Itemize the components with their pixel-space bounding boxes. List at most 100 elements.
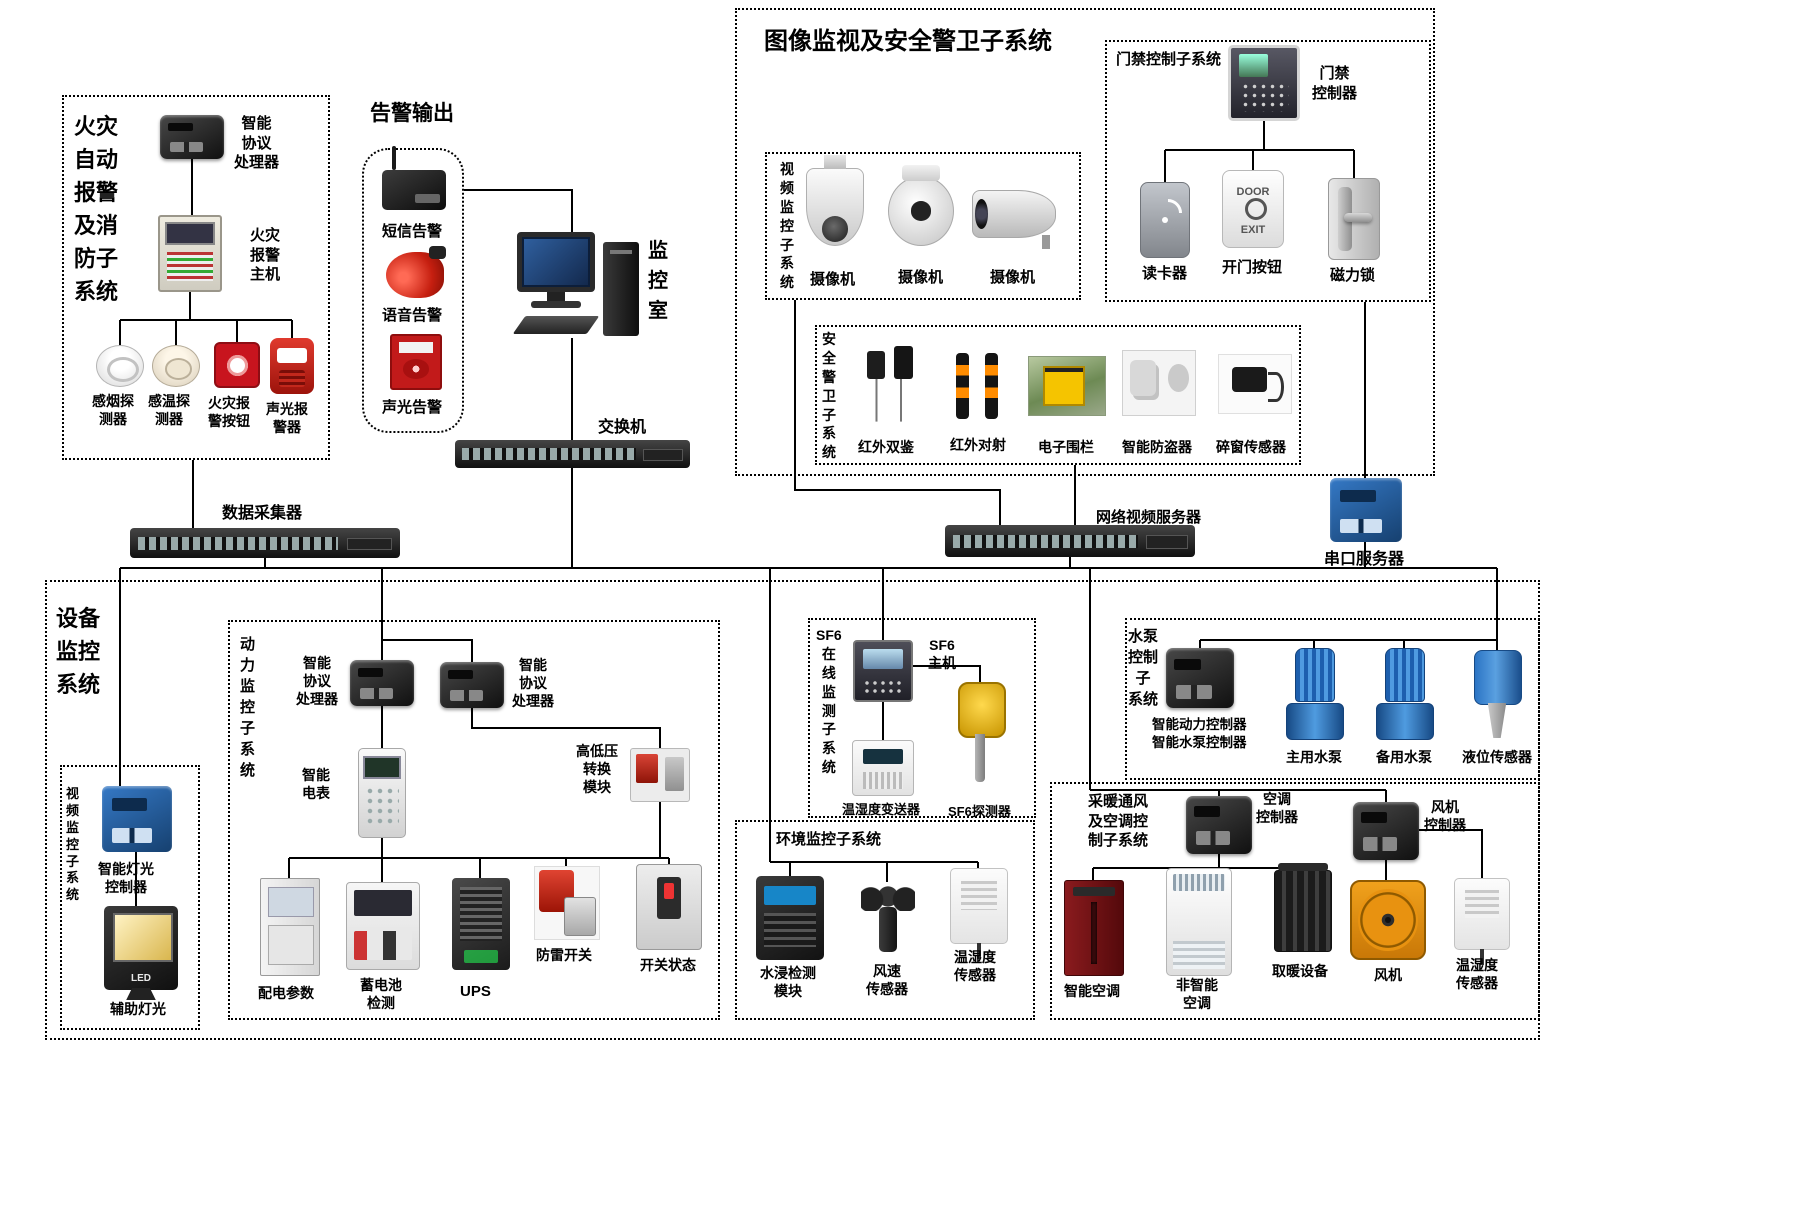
water-leak-module-device [756, 876, 824, 960]
sms-alarm-label: 短信告警 [382, 223, 443, 240]
fan-controller-device [1353, 802, 1419, 860]
computer-keyboard [512, 316, 600, 334]
network-switch-label: 交换机 [598, 419, 647, 436]
ups-device [452, 878, 510, 970]
pump-control-title: 水泵 控制 子 系统 [1128, 628, 1159, 708]
hvac-control-box [1050, 782, 1540, 1020]
computer-tower [603, 242, 639, 336]
fan-controller-label: 风机 控制器 [1424, 799, 1466, 834]
electronic-fence-image [1028, 356, 1106, 416]
video-monitoring-title: 视 频 监 控 子 系 统 [780, 161, 794, 291]
ac-controller-device [1186, 796, 1252, 854]
access-controller-device [1228, 45, 1300, 121]
sound-light-output-device [390, 334, 442, 390]
smoke-detector-label: 感烟探 测器 [92, 393, 134, 428]
network-video-server-device [945, 525, 1195, 557]
monitor-base [531, 301, 581, 308]
backup-pump-label: 备用水泵 [1376, 749, 1432, 765]
water-leak-module-label: 水浸检测 模块 [760, 965, 816, 1000]
sf6-host-device [853, 640, 913, 702]
fire-alarm-host-label: 火灾 报警 主机 [250, 227, 281, 283]
smart-light-controller-device [102, 786, 172, 852]
backup-pump-device [1376, 648, 1434, 740]
smoke-detector-device [96, 345, 144, 387]
battery-test-label: 蓄电池 检测 [360, 977, 402, 1012]
pump-controller-device [1166, 648, 1234, 708]
smart-ac-label: 智能空调 [1064, 983, 1120, 999]
environment-monitoring-title: 环境监控子系统 [776, 831, 882, 848]
card-reader-label: 读卡器 [1142, 265, 1188, 282]
serial-server-label: 串口服务器 [1324, 551, 1405, 568]
power-protocol-processor-1-device [350, 660, 414, 706]
alarm-output-title: 告警输出 [370, 102, 454, 125]
hvac-temp-humidity-sensor-label: 温湿度 传感器 [1456, 957, 1498, 992]
ac-controller-label: 空调 控制器 [1256, 791, 1298, 826]
heater-device [1274, 863, 1332, 952]
fan-label: 风机 [1374, 967, 1402, 983]
env-temp-humidity-sensor-device [950, 868, 1008, 959]
electronic-fence-label: 电子围栏 [1038, 439, 1094, 455]
sf6-host-label: SF6 主机 [928, 637, 956, 672]
power-monitoring-title: 动 力 监 控 子 系 统 [240, 636, 256, 779]
power-distribution-label: 配电参数 [258, 985, 314, 1001]
aux-light-label: 辅助灯光 [110, 1001, 166, 1017]
camera-2-label: 摄像机 [898, 269, 944, 286]
magnetic-lock-device [1328, 178, 1380, 260]
smart-ac-device [1064, 880, 1124, 976]
pump-control-box [1125, 618, 1540, 780]
lightning-protection-label: 防雷开关 [536, 947, 592, 963]
fire-subsystem-box [62, 95, 330, 460]
voice-alarm-device [386, 245, 447, 298]
network-video-server-label: 网络视频服务器 [1096, 509, 1202, 526]
sf6-monitoring-title: SF6 在 线 监 测 子 系 统 [816, 627, 842, 776]
magnetic-lock-label: 磁力锁 [1330, 267, 1376, 284]
video-light-sub-box [60, 765, 200, 1030]
smart-light-controller-label: 智能灯光 控制器 [98, 861, 154, 896]
hv-lv-conversion-module-device [630, 748, 690, 802]
switch-status-device [636, 864, 702, 950]
door-open-button-label: 开门按钮 [1222, 259, 1283, 276]
smart-antitheft-device [1122, 350, 1196, 416]
sms-alarm-device [382, 146, 446, 210]
wind-speed-sensor-device [856, 880, 920, 958]
fire-alarm-button-device [214, 342, 260, 388]
bullet-camera-icon [972, 190, 1056, 249]
window-break-sensor-device [1218, 354, 1292, 414]
ups-label: UPS [460, 983, 491, 1000]
environment-monitoring-box [735, 820, 1035, 1020]
surveillance-title: 图像监视及安全警卫子系统 [764, 28, 1052, 55]
env-temp-humidity-sensor-label: 温湿度 传感器 [954, 949, 996, 984]
sf6-monitoring-box [808, 618, 1036, 818]
card-reader-device [1140, 182, 1190, 258]
switch-status-label: 开关状态 [640, 957, 696, 973]
lightning-protection-switch-device [534, 866, 600, 940]
sf6-detector-device [958, 682, 1006, 782]
power-monitoring-box [228, 620, 720, 1020]
monitoring-room-computer [512, 232, 639, 344]
video-light-sub-title: 视 频 监 控 子 系 统 [66, 786, 80, 903]
access-control-title: 门禁控制子系统 [1116, 51, 1222, 68]
led-text: LED [131, 973, 151, 984]
power-protocol-processor-2-device [440, 662, 504, 708]
door-button-text: DOOR EXIT [1236, 186, 1270, 236]
access-control-box [1105, 40, 1431, 302]
plain-ac-device [1166, 868, 1232, 976]
ir-beam-detector-device [950, 350, 1004, 422]
led-floodlight-device: LED [104, 906, 178, 990]
smart-meter-device [358, 748, 406, 838]
surveillance-subsystem-box [735, 8, 1435, 476]
sound-light-alarm-label: 声光报 警器 [266, 401, 308, 436]
power-protocol-processor-2-label: 智能 协议 处理器 [512, 657, 554, 710]
ir-dual-detector-device [858, 346, 916, 422]
wind-speed-sensor-label: 风速 传感器 [866, 963, 908, 998]
ir-dual-label: 红外双鉴 [858, 439, 914, 455]
main-pump-device [1286, 648, 1344, 740]
fire-protocol-processor-device [160, 115, 224, 159]
battery-test-device [346, 882, 420, 970]
level-sensor-device [1468, 650, 1526, 738]
fan-device [1350, 880, 1426, 960]
security-guard-title: 安 全 警 卫 子 系 统 [822, 331, 836, 461]
heat-detector-device [152, 345, 200, 387]
data-collector-label: 数据采集器 [222, 505, 303, 522]
heat-detector-label: 感温探 测器 [148, 393, 190, 428]
